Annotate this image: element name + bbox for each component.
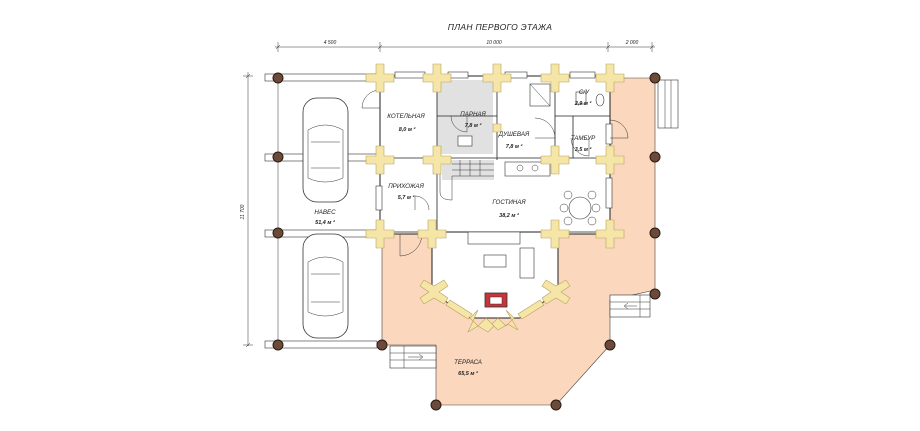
room-name-carport: НАВЕС — [314, 209, 336, 216]
support-posts — [272, 72, 661, 411]
fixtures — [457, 83, 605, 308]
room-name-hall: ПРИХОЖАЯ — [388, 183, 424, 190]
dining-table — [568, 196, 592, 220]
room-area-terrace: 65,5 м ² — [458, 370, 478, 377]
sofa — [467, 231, 521, 245]
terrace-steps-right — [609, 294, 651, 318]
kitchen-counter — [504, 161, 551, 177]
staircase — [439, 160, 494, 201]
dimension-10000: 10 000 — [486, 40, 502, 46]
dimension-11700: 11 700 — [240, 204, 246, 219]
room-area-living: 38,2 м ² — [499, 212, 519, 219]
room-area-hall: 5,7 м ² — [398, 194, 415, 201]
room-area-boiler: 8,0 м ² — [399, 126, 416, 133]
left-dimension-line: 11 700 — [240, 72, 253, 348]
room-name-vestibule: ТАМБУР — [571, 135, 596, 142]
room-name-steam: ПАРНАЯ — [460, 111, 486, 118]
room-area-vestibule: 3,5 м ² — [575, 146, 592, 153]
room-area-wc: 2,9 м ² — [574, 100, 592, 107]
room-area-steam: 7,8 м ² — [465, 122, 482, 129]
armchair — [519, 247, 535, 279]
dimension-2000: 2 000 — [625, 40, 639, 46]
room-name-living: ГОСТИНАЯ — [492, 199, 526, 206]
car-top — [302, 97, 349, 203]
room-area-carport: 51,4 м ² — [315, 219, 335, 226]
toilet — [595, 93, 605, 107]
room-name-terrace: ТЕРРАСА — [454, 359, 482, 366]
top-dimension-line: 4 500 10 000 2 000 — [275, 40, 655, 52]
terrace-steps-left — [389, 345, 437, 369]
plan-title: ПЛАН ПЕРВОГО ЭТАЖА — [448, 22, 552, 32]
dimension-4500: 4 500 — [324, 40, 337, 46]
room-name-wc: С/У — [579, 89, 590, 96]
room-name-shower: ДУШЕВАЯ — [498, 131, 530, 138]
room-labels: КОТЕЛЬНАЯ 8,0 м ² ПАРНАЯ 7,8 м ² ДУШЕВАЯ… — [314, 89, 596, 377]
windows — [375, 71, 613, 211]
room-area-shower: 7,8 м ² — [506, 143, 523, 150]
sauna-stove — [457, 135, 473, 147]
porch-steps-top — [657, 79, 679, 129]
room-name-boiler: КОТЕЛЬНАЯ — [387, 113, 425, 120]
car-bottom — [302, 233, 349, 339]
washbasin — [575, 91, 587, 105]
coffee-table — [483, 254, 507, 268]
log-wall-joints — [365, 63, 625, 333]
